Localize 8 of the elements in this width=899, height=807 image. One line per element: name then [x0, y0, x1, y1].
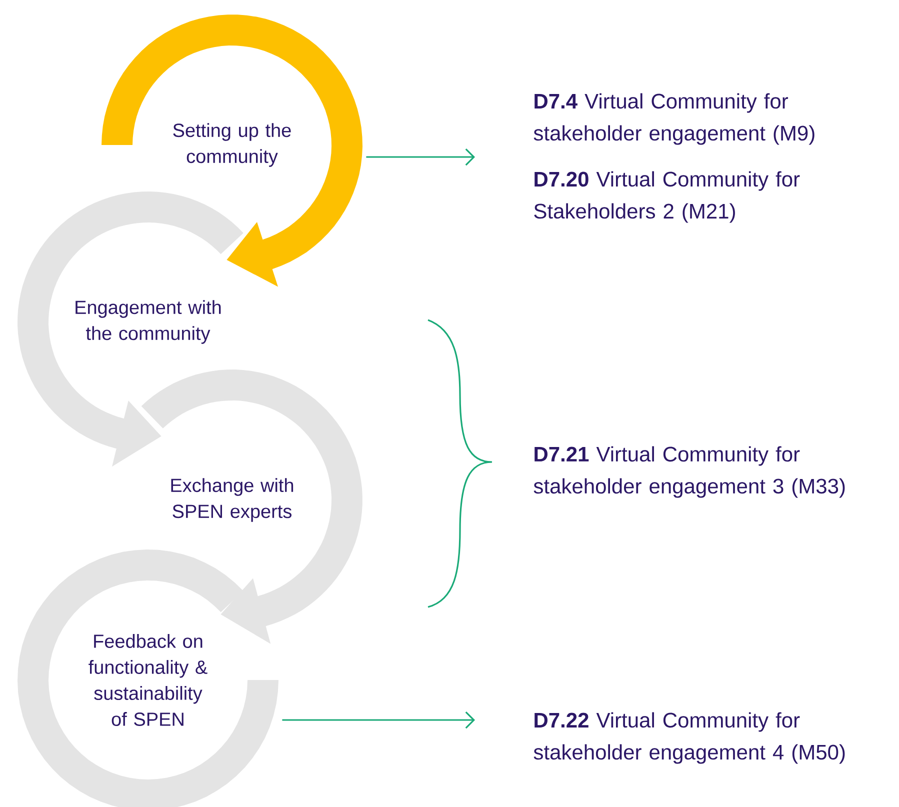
cycle-step: Setting up the community	[102, 14, 362, 287]
arrow	[282, 711, 475, 729]
cycle-step: Feedback on functionality & sustainability of SPEN	[18, 550, 278, 807]
arrow	[366, 148, 475, 166]
cycle-step: Engagement with the community	[18, 192, 244, 467]
deliverable-text: D7.21 Virtual Community for stakeholder engagement 3 (M33)	[534, 446, 845, 498]
deliverable-text: D7.4 Virtual Community for stakeholder engagement (M9) D7.20 Virtual Community for Stakeholders 2 (M21)	[534, 93, 814, 223]
deliverable-text: D7.22 Virtual Community for stakeholder engagement 4 (M50)	[534, 712, 845, 764]
